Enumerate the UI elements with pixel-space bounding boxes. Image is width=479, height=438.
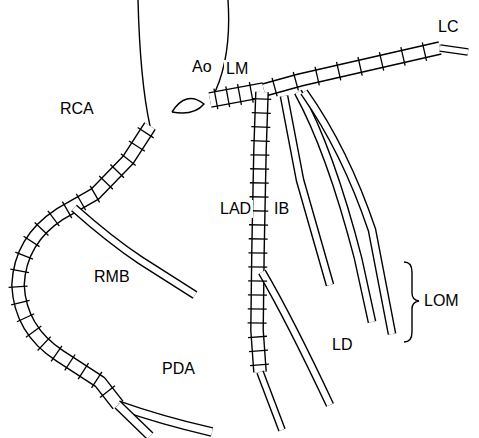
vessel-tick: [379, 52, 383, 71]
vessel-tick: [248, 336, 267, 337]
vessel-tick: [249, 224, 268, 226]
vessel-tick: [90, 186, 99, 202]
vessel-label: Ao: [190, 58, 214, 76]
vessel-tick: [248, 294, 267, 296]
vessel-lumen: [257, 92, 262, 372]
vessel-tick: [337, 62, 341, 81]
vessel-tick: [250, 154, 269, 156]
vessel-tick: [35, 222, 49, 235]
vessel-tick: [358, 57, 362, 76]
vessel-tick: [110, 165, 124, 178]
vessel-lumen: [264, 48, 440, 90]
vessel-tick: [15, 252, 33, 259]
vessel-label: LM: [224, 60, 250, 78]
vessel-wall: [257, 92, 262, 372]
aorta-wall: [212, 0, 229, 98]
vessel-lumen: [440, 48, 468, 52]
vessel-tick: [401, 47, 405, 66]
vessel-tick: [252, 112, 271, 114]
vessel-tick: [10, 269, 29, 273]
vessel-tick: [92, 372, 102, 388]
vessel-tick: [250, 182, 269, 184]
vessel-tick: [250, 364, 269, 365]
vessel-tick: [78, 363, 88, 379]
vessel-label: RMB: [92, 268, 132, 286]
vessel-tick: [248, 266, 267, 268]
vessel-tick: [422, 42, 426, 61]
vessel-tick: [248, 322, 267, 324]
vessel-tick: [11, 300, 29, 305]
vessel-lumen: [262, 272, 330, 405]
vessel-tick: [249, 350, 268, 351]
vessel-tick: [17, 314, 34, 322]
vessel-tick: [250, 168, 269, 170]
vessel-tick: [293, 72, 298, 90]
vessel-tick: [214, 89, 218, 110]
vessel-tick: [26, 326, 41, 337]
aortic-cusp: [172, 99, 204, 113]
vessel-wall: [264, 48, 440, 90]
vessel-tick: [252, 98, 271, 100]
vessel-label: IB: [272, 200, 291, 218]
vessel-wall: [262, 272, 330, 405]
vessel-tick: [248, 280, 267, 282]
vessel-tick: [248, 252, 267, 254]
vessel-tick: [76, 194, 85, 210]
vessel-label: PDA: [160, 360, 197, 378]
vessel-wall: [304, 92, 392, 334]
vessel-tick: [315, 67, 319, 86]
vessel-wall: [440, 48, 468, 52]
vessel-wall: [18, 126, 150, 405]
vessel-tick: [226, 86, 230, 107]
vessel-tick: [129, 141, 145, 151]
vessel-tick: [51, 346, 62, 362]
vessel-lumen: [304, 92, 392, 334]
aorta-outline: [138, 0, 229, 126]
vessel-tick: [250, 196, 269, 198]
vessel-tick: [272, 78, 277, 96]
vessel-tick: [251, 126, 270, 128]
vessel-tick: [238, 84, 242, 105]
vessel-wall: [118, 405, 150, 436]
vessel-label: LD: [330, 336, 354, 354]
vessel-tick: [38, 337, 51, 351]
vessel-label: LC: [436, 18, 460, 36]
vessel-label: LAD: [218, 200, 253, 218]
vessel-tick: [249, 82, 253, 103]
vessel-tick: [248, 308, 267, 310]
vessel-tick: [24, 236, 40, 246]
vessel-tick: [62, 202, 71, 218]
vessel-lumen: [18, 126, 150, 405]
vessel-wall: [74, 208, 195, 295]
vessel-tick: [48, 211, 59, 226]
vessel-lumen: [74, 208, 195, 295]
vessel-tick: [9, 286, 28, 287]
vessels: [9, 42, 468, 436]
vessel-tick: [249, 238, 268, 240]
vessel-lumen: [118, 405, 150, 436]
vessel-tick: [65, 354, 75, 370]
vessel-label: LOM: [422, 292, 461, 310]
vessel-lumen: [260, 372, 282, 430]
vessel-tick: [138, 128, 154, 138]
vessel-tick: [251, 140, 270, 142]
vessel-wall: [260, 372, 282, 430]
vessel-label: RCA: [58, 100, 96, 118]
vessel-tick: [99, 176, 113, 189]
bracket: [404, 262, 419, 342]
aorta-wall: [138, 0, 150, 126]
vessel-tick: [100, 386, 115, 398]
vessel-tick: [121, 154, 136, 166]
